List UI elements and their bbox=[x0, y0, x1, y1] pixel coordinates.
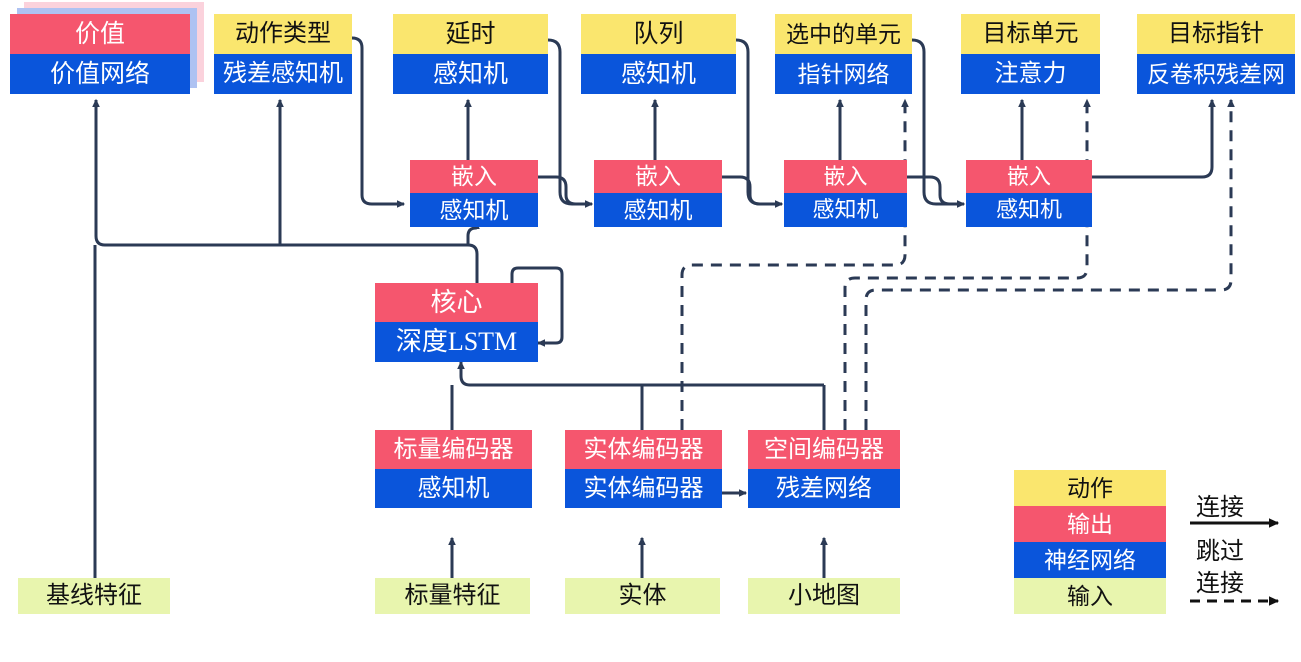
embed-2-bottom: 感知机 bbox=[594, 193, 722, 227]
embed-1-bottom: 感知机 bbox=[410, 193, 538, 227]
head-delay-bottom: 感知机 bbox=[393, 54, 548, 94]
head-queue[interactable]: 队列 感知机 bbox=[581, 14, 736, 94]
embed-2[interactable]: 嵌入 感知机 bbox=[594, 160, 722, 227]
head-delay-top: 延时 bbox=[393, 14, 548, 54]
core-top: 核心 bbox=[375, 283, 538, 322]
scalar-encoder-top: 标量编码器 bbox=[375, 430, 532, 469]
head-queue-bottom: 感知机 bbox=[581, 54, 736, 94]
legend-swatch-output: 输出 bbox=[1014, 506, 1166, 542]
head-target-unit[interactable]: 目标单元 注意力 bbox=[961, 14, 1100, 94]
head-action-type[interactable]: 动作类型 残差感知机 bbox=[214, 14, 352, 94]
wire-bus-to-embed1 bbox=[473, 245, 486, 254]
wire-embed1-to-embed2 bbox=[538, 175, 594, 208]
embed-3-top: 嵌入 bbox=[784, 160, 907, 193]
spatial-encoder[interactable]: 空间编码器 残差网络 bbox=[748, 430, 900, 508]
skip-entityenc-to-selectedunits bbox=[680, 98, 909, 430]
skip-spatialenc-to-targetunit bbox=[843, 98, 1091, 430]
input-minimap[interactable]: 小地图 bbox=[748, 578, 900, 614]
head-delay[interactable]: 延时 感知机 bbox=[393, 14, 548, 94]
core-module[interactable]: 核心 深度LSTM bbox=[375, 283, 538, 362]
head-value[interactable]: 价值 价值网络 bbox=[10, 2, 204, 94]
head-action-type-top: 动作类型 bbox=[214, 14, 352, 54]
input-scalar-features[interactable]: 标量特征 bbox=[375, 578, 530, 614]
skip-spatialenc-to-targetpoint bbox=[864, 98, 1235, 430]
wire-embed4-to-targetpoint bbox=[1092, 98, 1216, 179]
head-target-unit-bottom: 注意力 bbox=[961, 54, 1100, 94]
wire-queue-down bbox=[736, 38, 746, 190]
head-selected-units-bottom: 指针网络 bbox=[775, 54, 912, 94]
embed-4-bottom: 感知机 bbox=[966, 193, 1092, 227]
entity-encoder[interactable]: 实体编码器 实体编码器 bbox=[565, 430, 722, 508]
entity-encoder-bottom: 实体编码器 bbox=[565, 469, 722, 508]
embed-4[interactable]: 嵌入 感知机 bbox=[966, 160, 1092, 227]
wire-core-bus bbox=[457, 360, 824, 387]
wire-selectedhead-hook bbox=[911, 38, 966, 208]
head-target-unit-top: 目标单元 bbox=[961, 14, 1100, 54]
input-entities[interactable]: 实体 bbox=[565, 578, 720, 614]
head-action-type-bottom: 残差感知机 bbox=[214, 54, 352, 94]
core-bottom: 深度LSTM bbox=[375, 322, 538, 362]
legend-swatch-input: 输入 bbox=[1014, 578, 1166, 614]
head-queue-top: 队列 bbox=[581, 14, 736, 54]
embed-2-top: 嵌入 bbox=[594, 160, 722, 193]
head-target-point[interactable]: 目标指针 反卷积残差网 bbox=[1137, 14, 1295, 94]
spatial-encoder-top: 空间编码器 bbox=[748, 430, 900, 469]
wire-embed3-to-embed4 bbox=[907, 175, 966, 208]
head-value-bottom: 价值网络 bbox=[10, 54, 190, 94]
head-selected-units-top: 选中的单元 bbox=[775, 14, 912, 54]
head-selected-units[interactable]: 选中的单元 指针网络 bbox=[775, 14, 912, 94]
input-baseline-features[interactable]: 基线特征 bbox=[18, 578, 170, 614]
legend-swatch-action: 动作 bbox=[1014, 470, 1166, 506]
wire-embed2-to-embed3 bbox=[722, 175, 784, 208]
legend: 动作 输出 神经网络 输入 bbox=[1014, 470, 1166, 614]
embed-3[interactable]: 嵌入 感知机 bbox=[784, 160, 907, 227]
embed-1-top: 嵌入 bbox=[410, 160, 538, 193]
head-value-top: 价值 bbox=[10, 14, 190, 54]
wire-selectedunits-down bbox=[912, 38, 922, 190]
legend-dashed-label-1: 跳过 bbox=[1196, 539, 1244, 565]
embed-4-top: 嵌入 bbox=[966, 160, 1092, 193]
legend-dashed-label-2: 连接 bbox=[1196, 571, 1244, 597]
spatial-encoder-bottom: 残差网络 bbox=[748, 469, 900, 508]
embed-1[interactable]: 嵌入 感知机 bbox=[410, 160, 538, 227]
entity-encoder-top: 实体编码器 bbox=[565, 430, 722, 469]
wire-hook-delay bbox=[548, 38, 568, 200]
wire-core-to-embed1 bbox=[477, 222, 486, 283]
head-target-point-top: 目标指针 bbox=[1137, 14, 1295, 54]
legend-solid-label: 连接 bbox=[1196, 495, 1244, 521]
legend-swatch-network: 神经网络 bbox=[1014, 542, 1166, 578]
scalar-encoder[interactable]: 标量编码器 感知机 bbox=[375, 430, 532, 508]
embed-3-bottom: 感知机 bbox=[784, 193, 907, 227]
head-target-point-bottom: 反卷积残差网 bbox=[1137, 54, 1295, 94]
scalar-encoder-bottom: 感知机 bbox=[375, 469, 532, 508]
